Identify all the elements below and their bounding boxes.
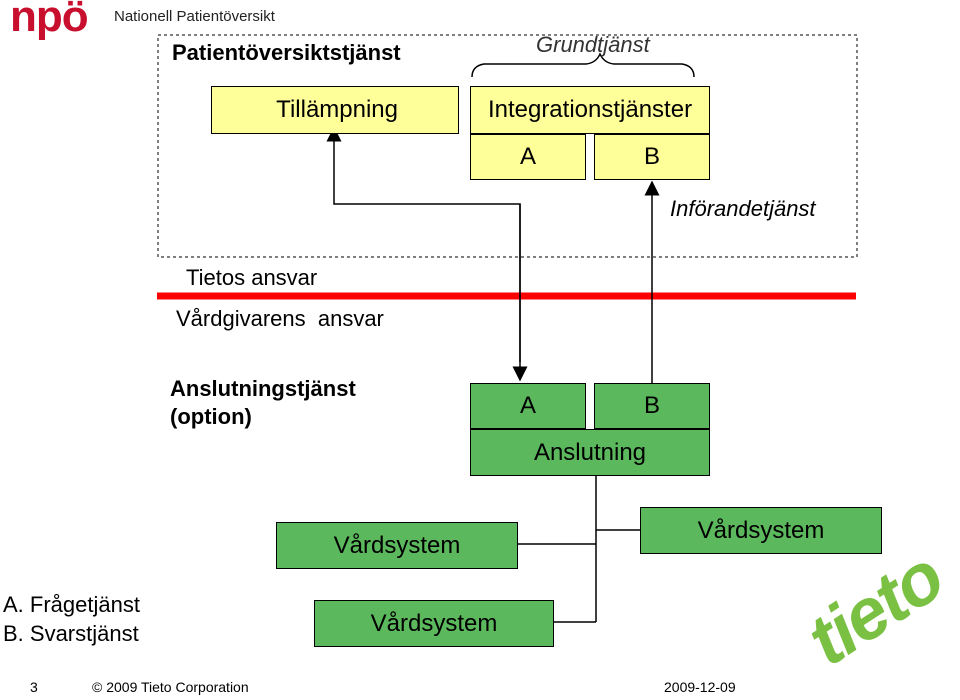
- connection-a-box: A: [470, 383, 586, 429]
- tieto-responsibility: Tietos ansvar: [186, 265, 318, 290]
- application-label: Tillämpning: [276, 96, 398, 123]
- page-number: 3: [30, 679, 38, 695]
- npo-logo: npö: [10, 0, 89, 41]
- connection-b-label: B: [643, 392, 660, 419]
- care-system-box-2: Vårdsystem: [640, 507, 882, 554]
- header-subtitle: Nationell Patientöversikt: [114, 8, 275, 25]
- integration-b-label: B: [643, 143, 660, 170]
- base-service-brace: [471, 52, 695, 78]
- connection-b-box: B: [594, 383, 710, 429]
- care-system-label-3: Vårdsystem: [370, 609, 498, 637]
- care-provider-responsibility: Vårdgivarens ansvar: [176, 306, 384, 331]
- connection-service-option: (option): [170, 404, 252, 429]
- integration-a-label: A: [519, 143, 536, 170]
- connection-a-label: A: [519, 392, 536, 419]
- care-system-label-2: Vårdsystem: [697, 516, 825, 544]
- connection-label: Anslutning: [533, 438, 647, 466]
- care-system-label-1: Vårdsystem: [333, 531, 461, 559]
- intro-service-label: Införandetjänst: [670, 196, 816, 221]
- integration-a-box: A: [470, 134, 586, 180]
- care-system-box-3: Vårdsystem: [314, 600, 554, 647]
- legend-query-service: A. Frågetjänst: [3, 592, 140, 617]
- base-service-label: Grundtjänst: [536, 32, 650, 57]
- service-title: Patientöversiktstjänst: [172, 40, 401, 65]
- service-frame: [157, 34, 858, 258]
- copyright: © 2009 Tieto Corporation: [92, 679, 249, 695]
- integration-services-box: Integrationstjänster: [470, 86, 710, 134]
- application-box: Tillämpning: [211, 86, 459, 134]
- integration-services-label: Integrationstjänster: [487, 96, 693, 123]
- connection-box: Anslutning: [470, 429, 710, 476]
- connection-service-title: Anslutningstjänst: [170, 376, 356, 401]
- footer-date: 2009-12-09: [664, 679, 736, 695]
- care-system-box-1: Vårdsystem: [276, 522, 518, 569]
- legend-answer-service: B. Svarstjänst: [3, 621, 139, 646]
- integration-b-box: B: [594, 134, 710, 180]
